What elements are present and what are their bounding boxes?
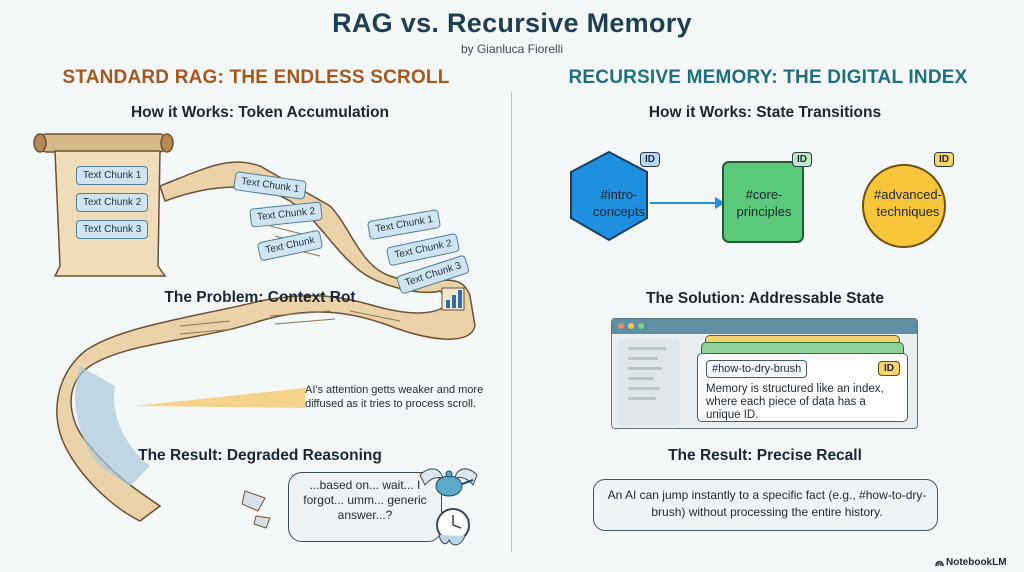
window-sidebar bbox=[618, 339, 680, 425]
left-column-heading: STANDARD RAG: THE ENDLESS SCROLL bbox=[62, 67, 450, 88]
window-maximize-dot bbox=[638, 323, 644, 329]
chunk-label: Text Chunk 2 bbox=[76, 193, 149, 212]
right-solution-title: The Solution: Addressable State bbox=[646, 290, 884, 307]
right-column-heading: RECURSIVE MEMORY: THE DIGITAL INDEX bbox=[568, 67, 968, 88]
confused-speech-bubble bbox=[288, 472, 442, 542]
result-callout-text: An AI can jump instantly to a specific f… bbox=[607, 488, 927, 519]
sidebar-line bbox=[628, 377, 654, 380]
chunk-label: Text Chunk 3 bbox=[76, 220, 149, 239]
node-label-line: #advanced- bbox=[874, 187, 942, 202]
node-label-line: techniques bbox=[876, 204, 940, 219]
node-label-line: concepts bbox=[592, 204, 646, 219]
state-transition-graph bbox=[570, 150, 946, 248]
sidebar-line bbox=[628, 387, 660, 390]
left-result-title: The Result: Degraded Reasoning bbox=[138, 447, 382, 464]
id-badge: ID bbox=[640, 152, 660, 167]
window-minimize-dot bbox=[628, 323, 634, 329]
right-how-title: How it Works: State Transitions bbox=[648, 104, 882, 121]
left-problem-title: The Problem: Context Rot bbox=[164, 289, 356, 306]
teapot-clock-icon bbox=[419, 468, 478, 546]
left-how-title: How it Works: Token Accumulation bbox=[130, 104, 390, 121]
node-label-line: principles bbox=[736, 204, 792, 219]
sidebar-line bbox=[628, 347, 666, 350]
sidebar-line bbox=[628, 397, 656, 400]
window-titlebar bbox=[612, 319, 917, 334]
window-close-dot bbox=[618, 323, 624, 329]
memory-card-id-badge: ID bbox=[878, 361, 900, 376]
node-label-line: #core- bbox=[745, 187, 783, 202]
chunk-label: Text Chunk 1 bbox=[76, 166, 149, 185]
node-advanced-techniques: #advanced- techniques bbox=[860, 186, 956, 220]
page-subtitle: by Gianluca Fiorelli bbox=[460, 42, 564, 56]
id-badge: ID bbox=[934, 152, 954, 167]
result-callout bbox=[593, 479, 938, 531]
confused-speech-text: ...based on... wait... I forgot... umm..… bbox=[303, 478, 427, 522]
column-divider bbox=[511, 92, 512, 552]
sidebar-line bbox=[628, 357, 658, 360]
node-core-principles: #core- principles bbox=[724, 186, 804, 220]
page-title: RAG vs. Recursive Memory bbox=[332, 8, 692, 38]
memory-card-key: #how-to-dry-brush bbox=[706, 360, 808, 378]
memory-card-text: Memory is structured like an index, wher… bbox=[706, 383, 884, 421]
brand-label: NotebookLM bbox=[946, 557, 1007, 568]
notebooklm-logo-icon bbox=[935, 560, 944, 567]
right-result-title: The Result: Precise Recall bbox=[668, 447, 862, 464]
node-label-line: #intro- bbox=[600, 187, 638, 202]
id-badge: ID bbox=[792, 152, 812, 167]
attention-note: AI's attention getts weaker and more dif… bbox=[305, 384, 484, 410]
sidebar-line bbox=[628, 367, 662, 370]
node-intro-concepts: #intro- concepts bbox=[579, 186, 659, 220]
